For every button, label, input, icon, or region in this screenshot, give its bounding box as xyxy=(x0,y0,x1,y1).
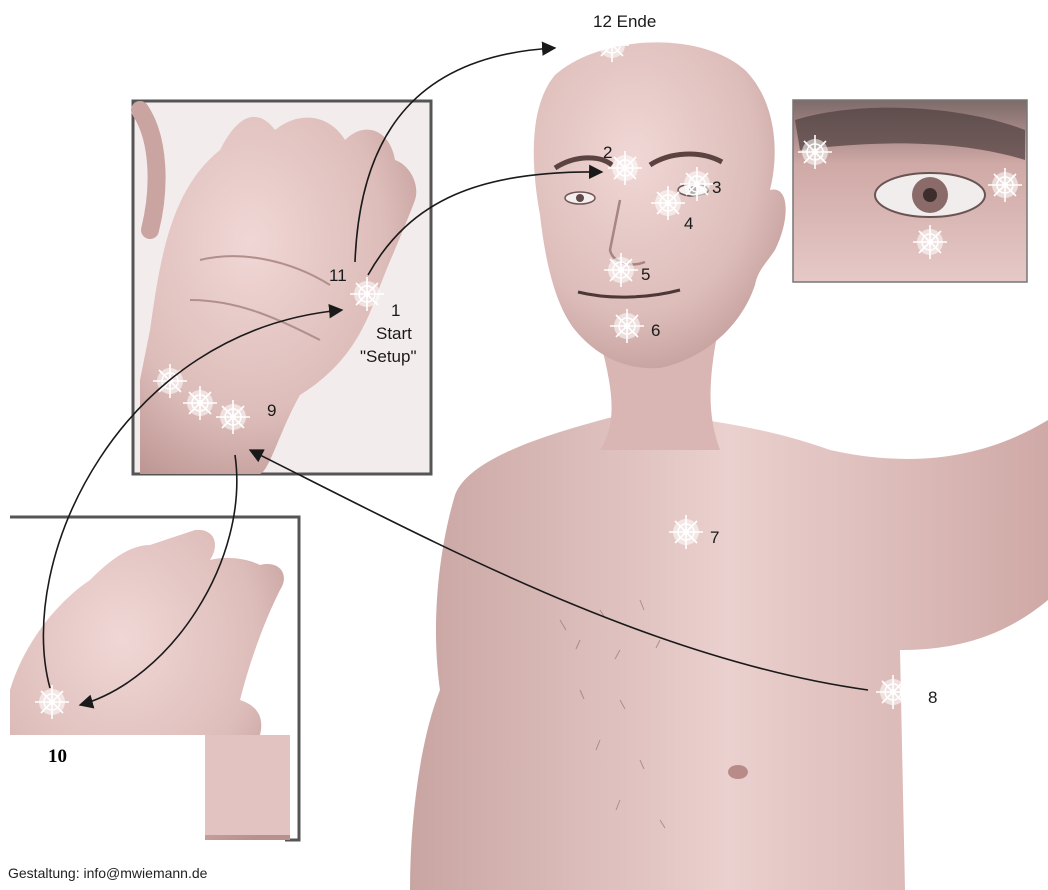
label-10: 10 xyxy=(48,746,67,767)
label-2: 2 xyxy=(603,143,612,162)
label-8: 8 xyxy=(928,688,937,707)
label-7: 7 xyxy=(710,528,719,547)
label-6: 6 xyxy=(651,321,660,340)
label-9: 9 xyxy=(267,401,276,420)
palm-inset xyxy=(133,101,431,474)
torso xyxy=(410,410,1048,890)
label-setup: "Setup" xyxy=(360,347,417,366)
label-1: 1 xyxy=(391,301,400,320)
label-4: 4 xyxy=(684,214,693,233)
credit-text: Gestaltung: info@mwiemann.de xyxy=(8,865,208,881)
label-start: Start xyxy=(376,324,412,343)
label-12: 12 Ende xyxy=(593,12,656,31)
eye-inset xyxy=(793,100,1027,282)
label-11: 11 xyxy=(329,266,347,285)
label-5: 5 xyxy=(641,265,650,284)
label-3: 3 xyxy=(712,178,721,197)
nipple xyxy=(728,765,748,779)
